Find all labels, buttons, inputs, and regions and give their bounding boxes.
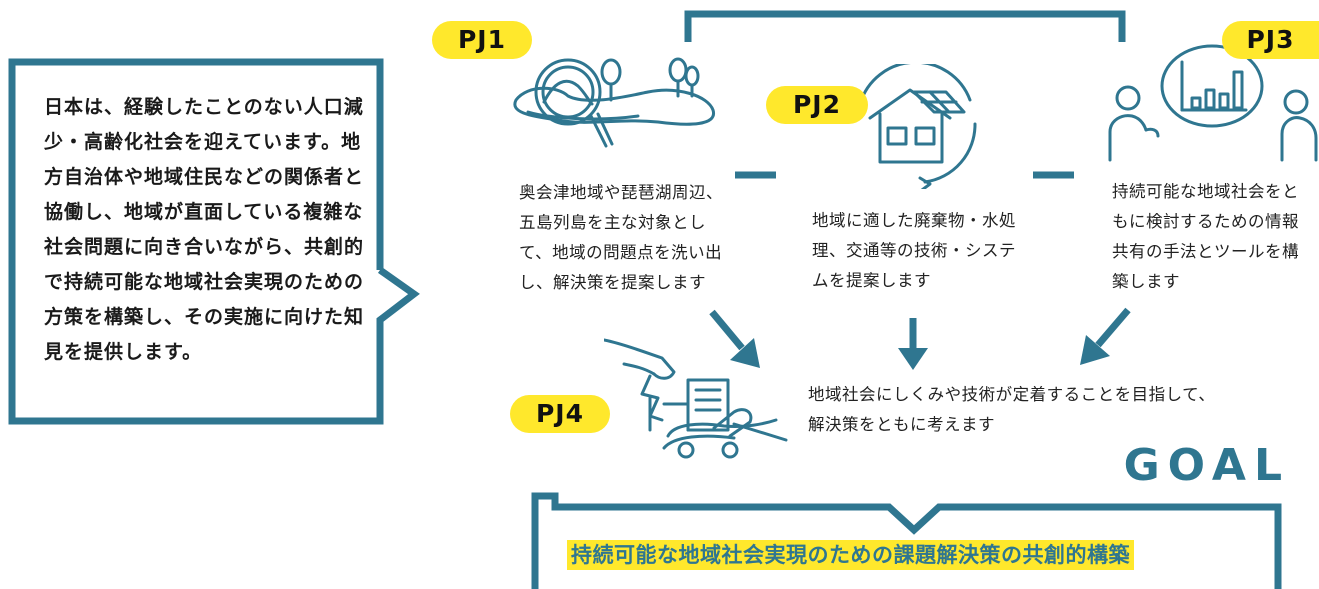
goal-bracket (531, 492, 1282, 589)
intro-text: 日本は、経験したことのない人口減少・高齢化社会を迎えています。地方自治体や地域住… (44, 96, 365, 363)
pj2-description: 地域に適した廃棄物・水処理、交通等の技術・システムを提案します (812, 211, 1016, 290)
magnifier-island-icon (513, 57, 715, 148)
arrow-from-pj1 (709, 309, 760, 368)
arrow-from-pj2 (898, 318, 928, 370)
house-solar-icon (858, 64, 977, 189)
pj2-badge: PJ2 (766, 86, 868, 124)
top-bracket (684, 10, 1126, 42)
people-chart-icon (1108, 44, 1318, 162)
pj3-description: 持続可能な地域社会をともに検討するための情報共有の手法とツールを構築します (1112, 182, 1299, 291)
pj1-description: 奥会津地域や琵琶湖周辺、五島列島を主な対象として、地域の問題点を洗い出し、解決策… (519, 183, 723, 292)
goal-label: GOAL (1123, 440, 1290, 491)
pj1-badge: PJ1 (432, 21, 532, 59)
pj4-badge: PJ4 (510, 395, 610, 433)
pj3-badge: PJ3 (1222, 21, 1319, 59)
goal-title: 持続可能な地域社会実現のための課題解決策の共創的構築 (567, 540, 1134, 570)
intro-box-frame (8, 58, 420, 425)
pj4-description: 地域社会にしくみや技術が定着することを目指して、解決策をともに考えます (808, 385, 1216, 434)
arrow-from-pj3 (1080, 307, 1131, 365)
handshake-city-icon (604, 338, 788, 459)
